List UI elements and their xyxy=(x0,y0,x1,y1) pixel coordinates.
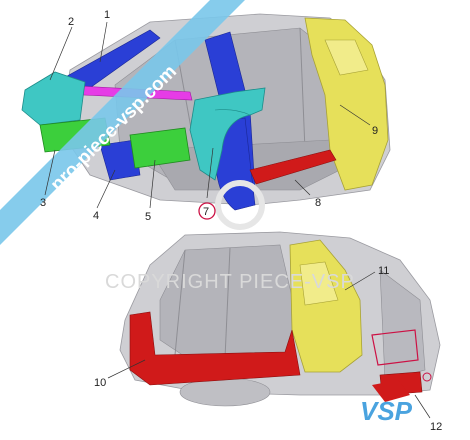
part-side-sill-red-lower xyxy=(129,311,301,386)
callout-5: 5 xyxy=(145,211,151,223)
callout-1: 1 xyxy=(104,9,110,21)
callout-12: 12 xyxy=(430,421,442,433)
part-front-wing-cyan xyxy=(189,87,266,181)
leader-lines xyxy=(44,21,431,419)
part-front-end-cyan xyxy=(21,71,86,126)
copyright-watermark: COPYRIGHT PIECE-VSP xyxy=(105,180,355,293)
callout-4: 4 xyxy=(93,210,99,222)
callout-3: 3 xyxy=(40,197,46,209)
callout-7: 7 xyxy=(203,206,209,218)
callout-8: 8 xyxy=(315,197,321,209)
part-front-rail-green-right xyxy=(129,127,191,169)
callout-highlight-12 xyxy=(422,372,432,382)
vsp-logo-text: VSP xyxy=(360,396,413,426)
part-rear-panel-red xyxy=(371,329,419,366)
vsp-logo: VSP xyxy=(360,380,413,426)
part-side-sill-red xyxy=(249,149,337,185)
part-front-lower-blue xyxy=(99,139,141,181)
callout-10: 10 xyxy=(94,377,106,389)
callout-2: 2 xyxy=(68,16,74,28)
callout-9: 9 xyxy=(372,125,378,137)
part-rear-quarter-panel-yellow xyxy=(304,17,389,191)
callout-11: 11 xyxy=(378,265,389,277)
copyright-text: COPYRIGHT PIECE-VSP xyxy=(105,271,355,293)
callout-highlight-7 xyxy=(198,202,216,220)
